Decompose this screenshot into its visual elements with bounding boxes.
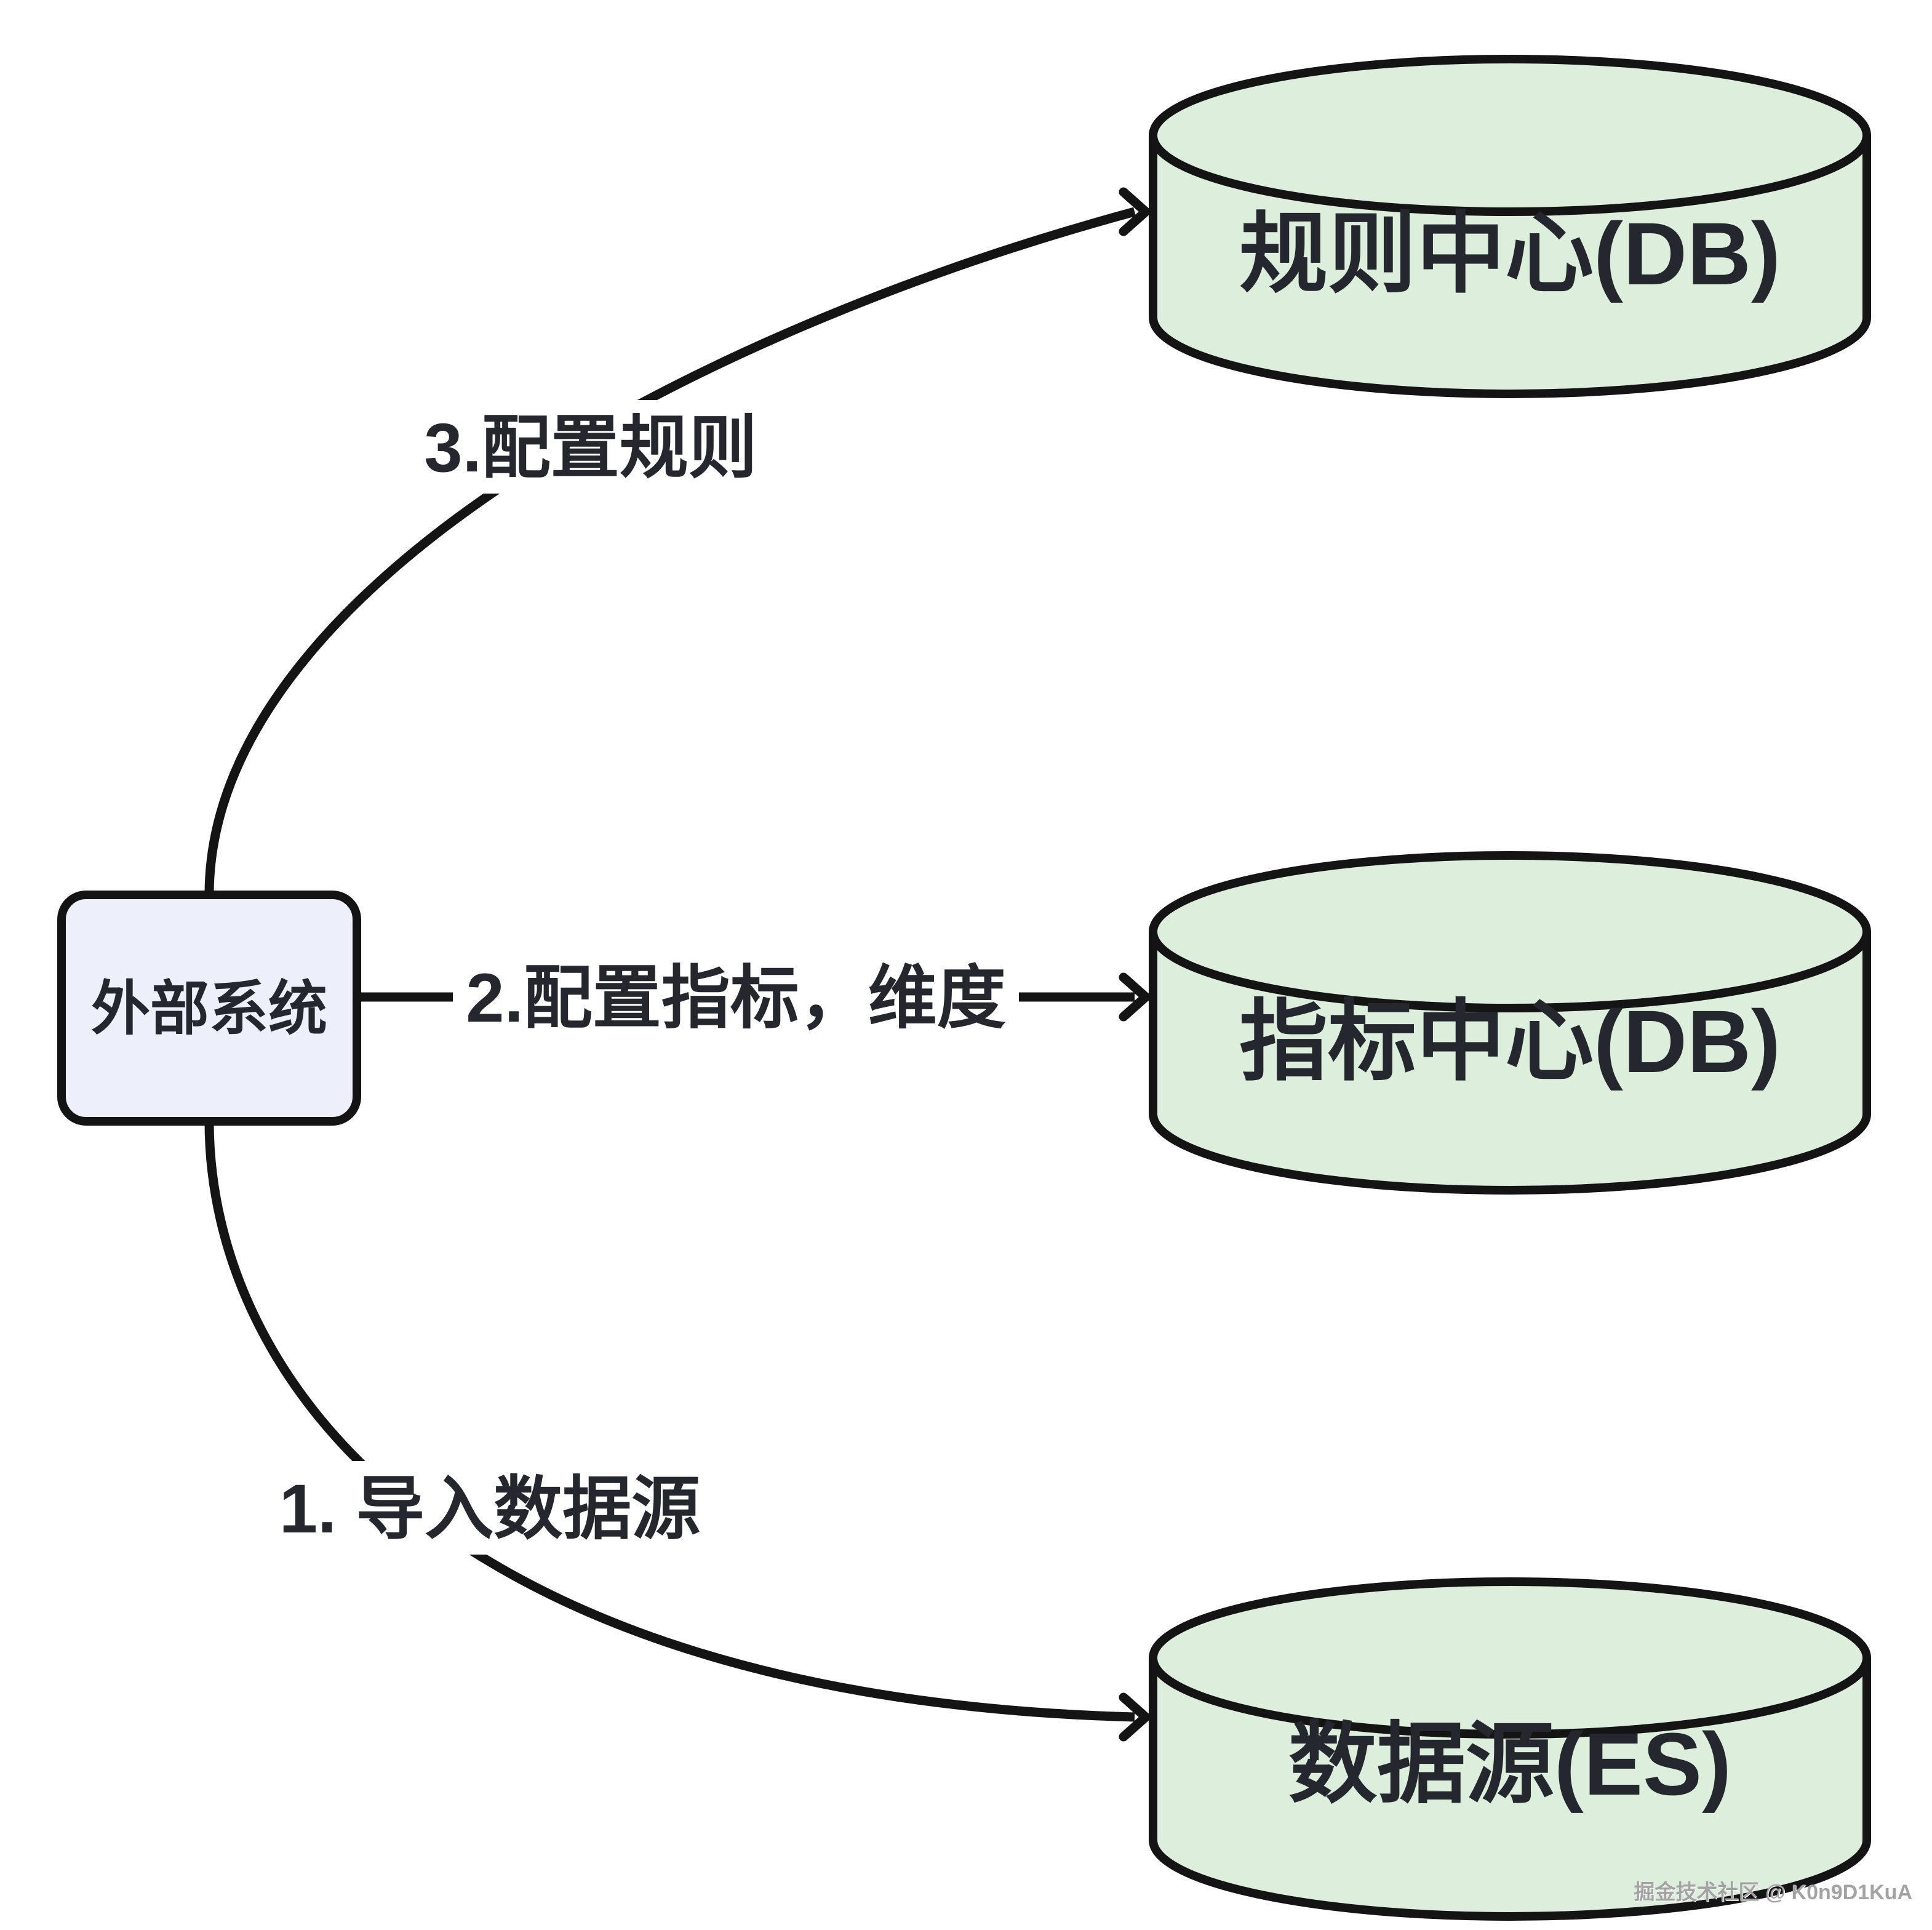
db-datasource-node: 数据源(ES)	[1149, 1577, 1871, 1921]
edge-3-configure-rules: 3.配置规则	[204, 187, 1151, 895]
db-rule-center-top	[1149, 55, 1871, 216]
edge-1-line	[204, 1121, 1135, 1722]
edge-3-label: 3.配置规则	[424, 409, 757, 486]
edge-2-label-backing	[453, 950, 1019, 1044]
db-datasource-top	[1149, 1577, 1871, 1739]
external-system-box	[57, 891, 361, 1126]
edge-1-label-backing	[287, 1461, 693, 1555]
db-rule-center-label: 规则中心(DB)	[1239, 204, 1781, 303]
edge-3-label-backing	[425, 400, 757, 494]
db-metric-center-label: 指标中心(DB)	[1239, 992, 1781, 1091]
edge-1-import-datasource: 1. 导入数据源	[204, 1121, 1151, 1742]
edge-3-line	[204, 207, 1136, 895]
db-datasource-label: 数据源(ES)	[1288, 1715, 1731, 1814]
edge-3-arrowhead-icon	[1119, 187, 1151, 236]
watermark-text: 掘金技术社区 @ K0n9D1KuA	[1634, 1880, 1912, 1904]
db-metric-center-top	[1149, 851, 1871, 1012]
edge-2-configure-metrics: 2.配置指标，维度	[359, 950, 1151, 1044]
edge-1-arrowhead-icon	[1119, 1692, 1151, 1742]
external-system-node: 外部系统	[57, 891, 361, 1126]
edge-2-arrowhead-icon	[1119, 972, 1151, 1022]
external-system-label: 外部系统	[91, 976, 327, 1042]
db-metric-center-node: 指标中心(DB)	[1149, 851, 1871, 1195]
edge-2-label: 2.配置指标，维度	[466, 959, 1005, 1036]
edge-1-label: 1. 导入数据源	[279, 1470, 701, 1547]
db-rule-center-node: 规则中心(DB)	[1149, 55, 1871, 398]
